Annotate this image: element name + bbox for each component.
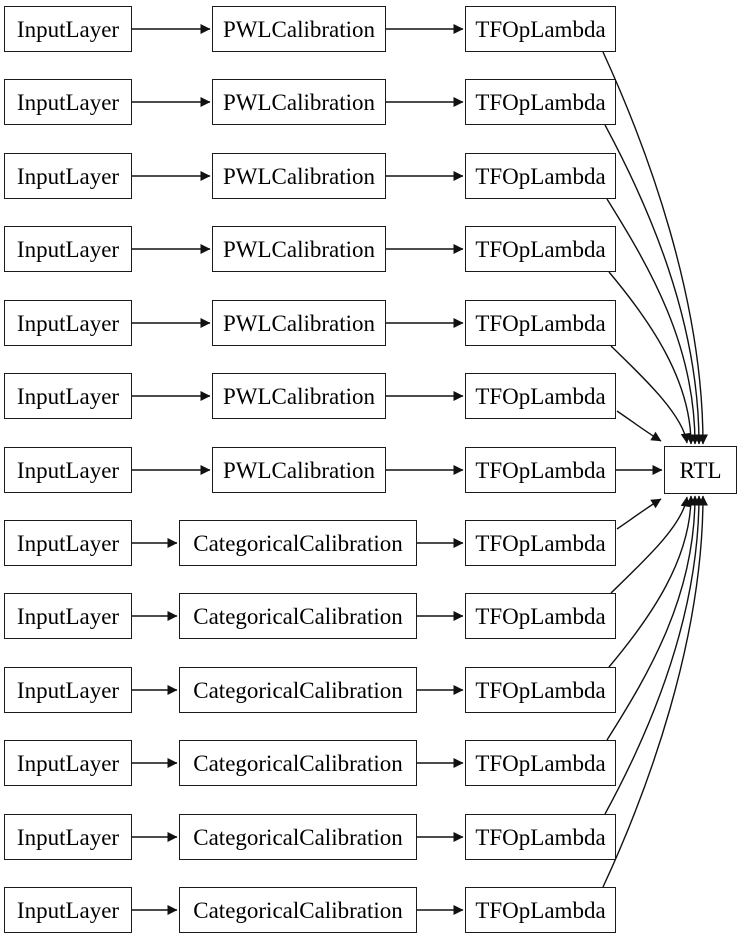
node-tfop-lambda: TFOpLambda	[465, 667, 616, 713]
diagram-row: InputLayer PWLCalibration TFOpLambda	[0, 300, 741, 346]
diagram-row: InputLayer CategoricalCalibration TFOpLamb…	[0, 667, 741, 713]
node-tfop-lambda: TFOpLambda	[465, 153, 616, 199]
node-input-layer: InputLayer	[4, 740, 132, 786]
node-calibration: PWLCalibration	[212, 373, 386, 419]
node-tfop-lambda: TFOpLambda	[465, 447, 616, 493]
node-input-layer: InputLayer	[4, 79, 132, 125]
diagram-row: InputLayer PWLCalibration TFOpLambda	[0, 373, 741, 419]
node-calibration: CategoricalCalibration	[179, 667, 417, 713]
node-input-layer: InputLayer	[4, 447, 132, 493]
diagram-row: InputLayer CategoricalCalibration TFOpLamb…	[0, 520, 741, 566]
diagram-row: InputLayer PWLCalibration TFOpLambda	[0, 153, 741, 199]
node-calibration: PWLCalibration	[212, 79, 386, 125]
diagram-row: InputLayer CategoricalCalibration TFOpLamb…	[0, 593, 741, 639]
node-input-layer: InputLayer	[4, 226, 132, 272]
diagram-row: InputLayer PWLCalibration TFOpLambda	[0, 6, 741, 52]
node-tfop-lambda: TFOpLambda	[465, 300, 616, 346]
node-tfop-lambda: TFOpLambda	[465, 814, 616, 860]
diagram-row: InputLayer CategoricalCalibration TFOpLamb…	[0, 740, 741, 786]
node-tfop-lambda: TFOpLambda	[465, 373, 616, 419]
node-calibration: CategoricalCalibration	[179, 814, 417, 860]
node-calibration: CategoricalCalibration	[179, 593, 417, 639]
diagram-row: InputLayer PWLCalibration TFOpLambda	[0, 226, 741, 272]
node-tfop-lambda: TFOpLambda	[465, 520, 616, 566]
node-input-layer: InputLayer	[4, 153, 132, 199]
diagram-row: InputLayer CategoricalCalibration TFOpLamb…	[0, 814, 741, 860]
node-tfop-lambda: TFOpLambda	[465, 79, 616, 125]
node-input-layer: InputLayer	[4, 814, 132, 860]
node-calibration: CategoricalCalibration	[179, 887, 417, 933]
node-input-layer: InputLayer	[4, 300, 132, 346]
node-calibration: PWLCalibration	[212, 300, 386, 346]
diagram-row: InputLayer PWLCalibration TFOpLambda	[0, 447, 741, 493]
node-tfop-lambda: TFOpLambda	[465, 887, 616, 933]
node-input-layer: InputLayer	[4, 6, 132, 52]
node-input-layer: InputLayer	[4, 520, 132, 566]
node-calibration: PWLCalibration	[212, 226, 386, 272]
node-tfop-lambda: TFOpLambda	[465, 6, 616, 52]
node-input-layer: InputLayer	[4, 667, 132, 713]
node-calibration: PWLCalibration	[212, 447, 386, 493]
node-input-layer: InputLayer	[4, 373, 132, 419]
node-calibration: PWLCalibration	[212, 153, 386, 199]
node-input-layer: InputLayer	[4, 593, 132, 639]
diagram-row: InputLayer CategoricalCalibration TFOpLamb…	[0, 887, 741, 933]
node-tfop-lambda: TFOpLambda	[465, 226, 616, 272]
node-rtl: RTL	[664, 446, 737, 494]
node-calibration: PWLCalibration	[212, 6, 386, 52]
node-input-layer: InputLayer	[4, 887, 132, 933]
diagram-row: InputLayer PWLCalibration TFOpLambda	[0, 79, 741, 125]
node-calibration: CategoricalCalibration	[179, 520, 417, 566]
node-tfop-lambda: TFOpLambda	[465, 593, 616, 639]
node-calibration: CategoricalCalibration	[179, 740, 417, 786]
node-tfop-lambda: TFOpLambda	[465, 740, 616, 786]
